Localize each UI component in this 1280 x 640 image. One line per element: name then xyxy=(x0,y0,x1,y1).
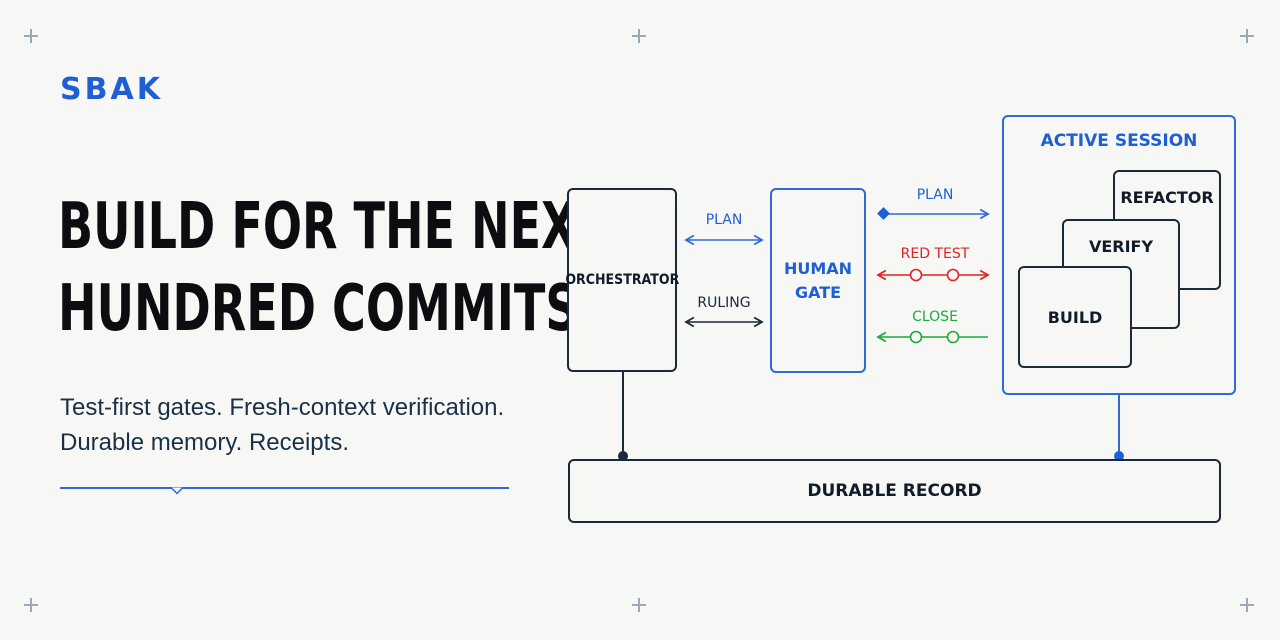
stage-label-build: BUILD xyxy=(1047,307,1103,327)
stage-label-verify: VERIFY xyxy=(1088,237,1154,256)
red-test-node-icon xyxy=(946,268,960,282)
human-gate-label-line-1: HUMAN xyxy=(783,258,853,278)
durable-record-box: DURABLE RECORD xyxy=(568,459,1221,523)
close-node-icon xyxy=(909,330,923,344)
orchestrator-label: ORCHESTRATOR xyxy=(565,272,679,288)
human-gate-label-line-2: GATE xyxy=(794,282,842,302)
ruling-link-label: RULING xyxy=(697,295,751,311)
active-session-title: ACTIVE SESSION xyxy=(1040,131,1198,151)
stage-card-build: BUILD xyxy=(1018,266,1132,368)
durable-record-label: DURABLE RECORD xyxy=(807,481,982,501)
subtitle-line-2: Durable memory. Receipts. xyxy=(60,429,349,456)
corner-crosshair-icon xyxy=(1240,29,1254,43)
corner-crosshair-icon xyxy=(24,29,38,43)
orchestrator-record-dot-icon xyxy=(618,451,628,461)
corner-crosshair-icon xyxy=(632,29,646,43)
session-record-dot-icon xyxy=(1114,451,1124,461)
plan-diamond-icon xyxy=(877,207,890,220)
divider-notch-icon xyxy=(171,487,183,495)
plan-link-label: PLAN xyxy=(705,212,743,228)
human-gate-box: HUMAN GATE xyxy=(770,188,866,373)
divider-line xyxy=(60,487,509,489)
close-label: CLOSE xyxy=(912,309,958,325)
corner-crosshair-icon xyxy=(1240,598,1254,612)
plan-session-label: PLAN xyxy=(916,187,954,203)
corner-crosshair-icon xyxy=(632,598,646,612)
stage-label-refactor: REFACTOR xyxy=(1120,188,1214,207)
red-test-label: RED TEST xyxy=(900,246,970,262)
red-test-node-icon xyxy=(909,268,923,282)
close-node-icon xyxy=(946,330,960,344)
brand-logo-text: SBAK xyxy=(60,72,163,107)
subtitle: Test-first gates. Fresh-context verifica… xyxy=(60,390,530,460)
corner-crosshair-icon xyxy=(24,598,38,612)
subtitle-line-1: Test-first gates. Fresh-context verifica… xyxy=(60,394,505,421)
orchestrator-box: ORCHESTRATOR xyxy=(565,188,679,372)
